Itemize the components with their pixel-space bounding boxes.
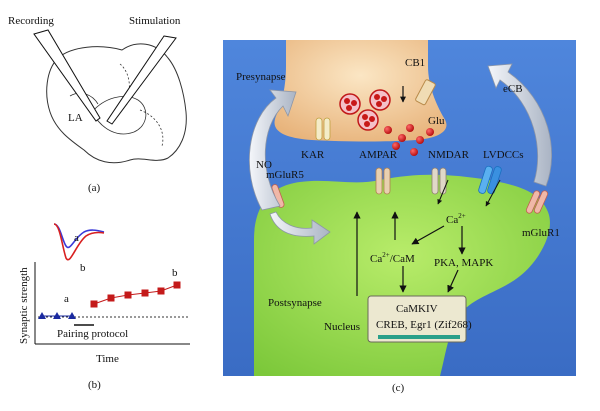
trace-b-label: b [80, 262, 86, 274]
lvdccs-label: LVDCCs [483, 149, 524, 161]
vesicle-icon [369, 89, 391, 111]
curved-arrow-icon [487, 63, 552, 187]
panel-a: Recording Stimulation LA (a) [8, 15, 187, 194]
x-axis-label: Time [96, 353, 119, 365]
vesicle-icon [357, 109, 379, 131]
receptor-channel-icon [525, 190, 549, 214]
presynapse-body [274, 40, 447, 142]
vesicle-icon [339, 93, 361, 115]
potentiation-point [173, 281, 181, 289]
pairing-protocol-label: Pairing protocol [57, 328, 128, 340]
ampar-label: AMPAR [359, 149, 398, 161]
curved-arrow-icon [269, 211, 331, 245]
point-b-label: b [172, 267, 178, 279]
slice-dotted-line [139, 109, 164, 147]
potentiation-point [107, 294, 115, 302]
ecb-label: eCB [503, 83, 523, 95]
curved-arrow-icon [249, 89, 297, 211]
potentiation-point [141, 289, 149, 297]
nmdar-influx-arrow [437, 179, 449, 205]
recording-electrode [33, 29, 101, 122]
glu-label: Glu [428, 115, 445, 127]
caption-a: (a) [88, 182, 101, 194]
potentiation-point [157, 287, 165, 295]
potentiation-point [90, 300, 98, 308]
trace-b [53, 223, 105, 261]
caption-b: (b) [88, 379, 101, 391]
baseline-point [38, 312, 46, 319]
postsynapse-label: Postsynapse [268, 297, 322, 309]
caption-c: (c) [392, 382, 405, 394]
nucleus-label: Nucleus [324, 321, 360, 333]
arrow-ca-cacam [411, 225, 445, 245]
presynapse-label: Presynapse [236, 71, 286, 83]
nucleus-box [367, 295, 467, 343]
recording-label: Recording [8, 15, 54, 27]
potentiation-point [124, 291, 132, 299]
receptor-channel-icon [478, 165, 502, 195]
potentiation-line [93, 284, 178, 305]
nmdar-label: NMDAR [428, 149, 470, 161]
trace-a [53, 223, 105, 249]
cb1-receptor [415, 79, 436, 106]
brain-slice-outline [46, 43, 187, 164]
receptor-channel-icon [375, 167, 391, 195]
postsynapse-body [254, 174, 550, 376]
la-label: LA [68, 112, 83, 124]
mglur1-label: mGluR1 [522, 227, 560, 239]
amygdala-outline [91, 96, 147, 135]
glutamate-dots [384, 124, 434, 156]
camkiv-label: CaMKIV [396, 303, 438, 315]
cacam-label: Ca2+/CaM [370, 251, 415, 265]
lvdcc-influx-arrow [485, 179, 501, 207]
baseline-point [53, 312, 61, 319]
trace-a-label: a [74, 232, 79, 244]
no-label: NO [256, 159, 272, 171]
point-a-label: a [64, 293, 69, 305]
dna-bar [378, 335, 460, 339]
y-axis-label: Synaptic strength [18, 267, 30, 344]
pka-label: PKA, MAPK [434, 257, 493, 269]
panel-b: a b Synaptic strength Time Pairing proto… [18, 223, 190, 391]
kar-label: KAR [301, 149, 325, 161]
baseline-point [68, 312, 76, 319]
mglur5-label: mGluR5 [266, 169, 304, 181]
receptor-channel-icon [315, 117, 331, 141]
stimulation-label: Stimulation [129, 15, 181, 27]
stimulation-electrode [106, 35, 177, 125]
ca-label: Ca2+ [446, 212, 466, 226]
arrow-pka-nucleus [447, 269, 459, 293]
creb-label: CREB, Egr1 (Zif268) [376, 319, 472, 331]
panel-c: Presynapse Postsynapse CB1 eCB Glu NO KA… [223, 40, 576, 394]
cb1-label: CB1 [405, 57, 425, 69]
